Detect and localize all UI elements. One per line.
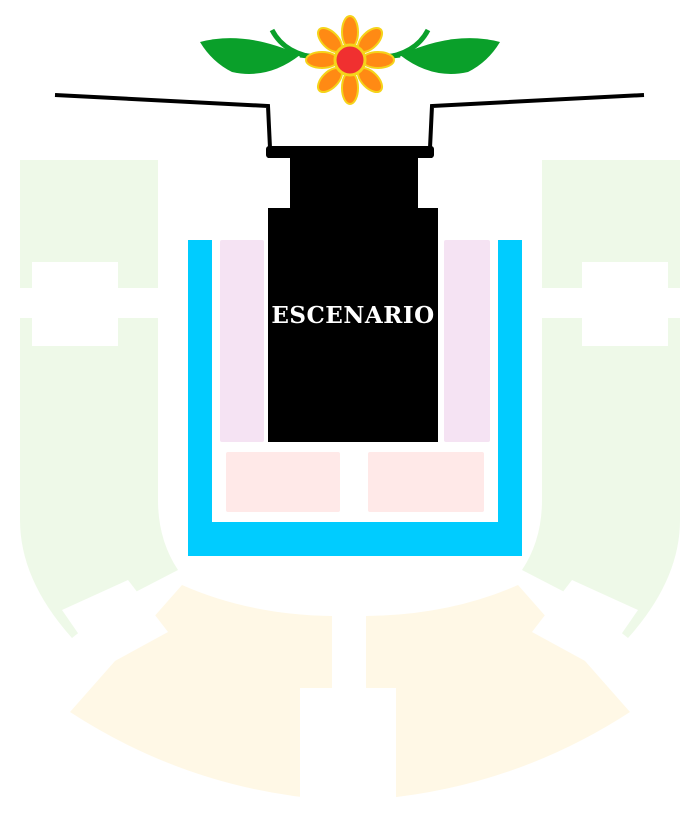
front-left-section[interactable] bbox=[226, 452, 340, 512]
stage bbox=[268, 150, 438, 442]
front-right-section[interactable] bbox=[368, 452, 484, 512]
stage-left-truss-line bbox=[54, 93, 272, 149]
stage-lip bbox=[266, 146, 434, 158]
left-wing-section[interactable] bbox=[20, 160, 178, 638]
right-walkway-block bbox=[532, 580, 638, 668]
rear-center-aisle bbox=[300, 688, 396, 808]
flower-logo-icon bbox=[200, 15, 500, 105]
right-wing-cutout bbox=[582, 262, 668, 346]
left-wing-cutout bbox=[32, 262, 118, 346]
barrier-fence bbox=[188, 240, 522, 556]
right-wing-section[interactable] bbox=[522, 160, 680, 638]
left-side-section[interactable] bbox=[220, 240, 264, 442]
left-walkway-block bbox=[62, 580, 168, 668]
stage-right-truss-line bbox=[428, 93, 645, 149]
stage-label: ESCENARIO bbox=[271, 302, 435, 329]
right-side-section[interactable] bbox=[444, 240, 490, 442]
